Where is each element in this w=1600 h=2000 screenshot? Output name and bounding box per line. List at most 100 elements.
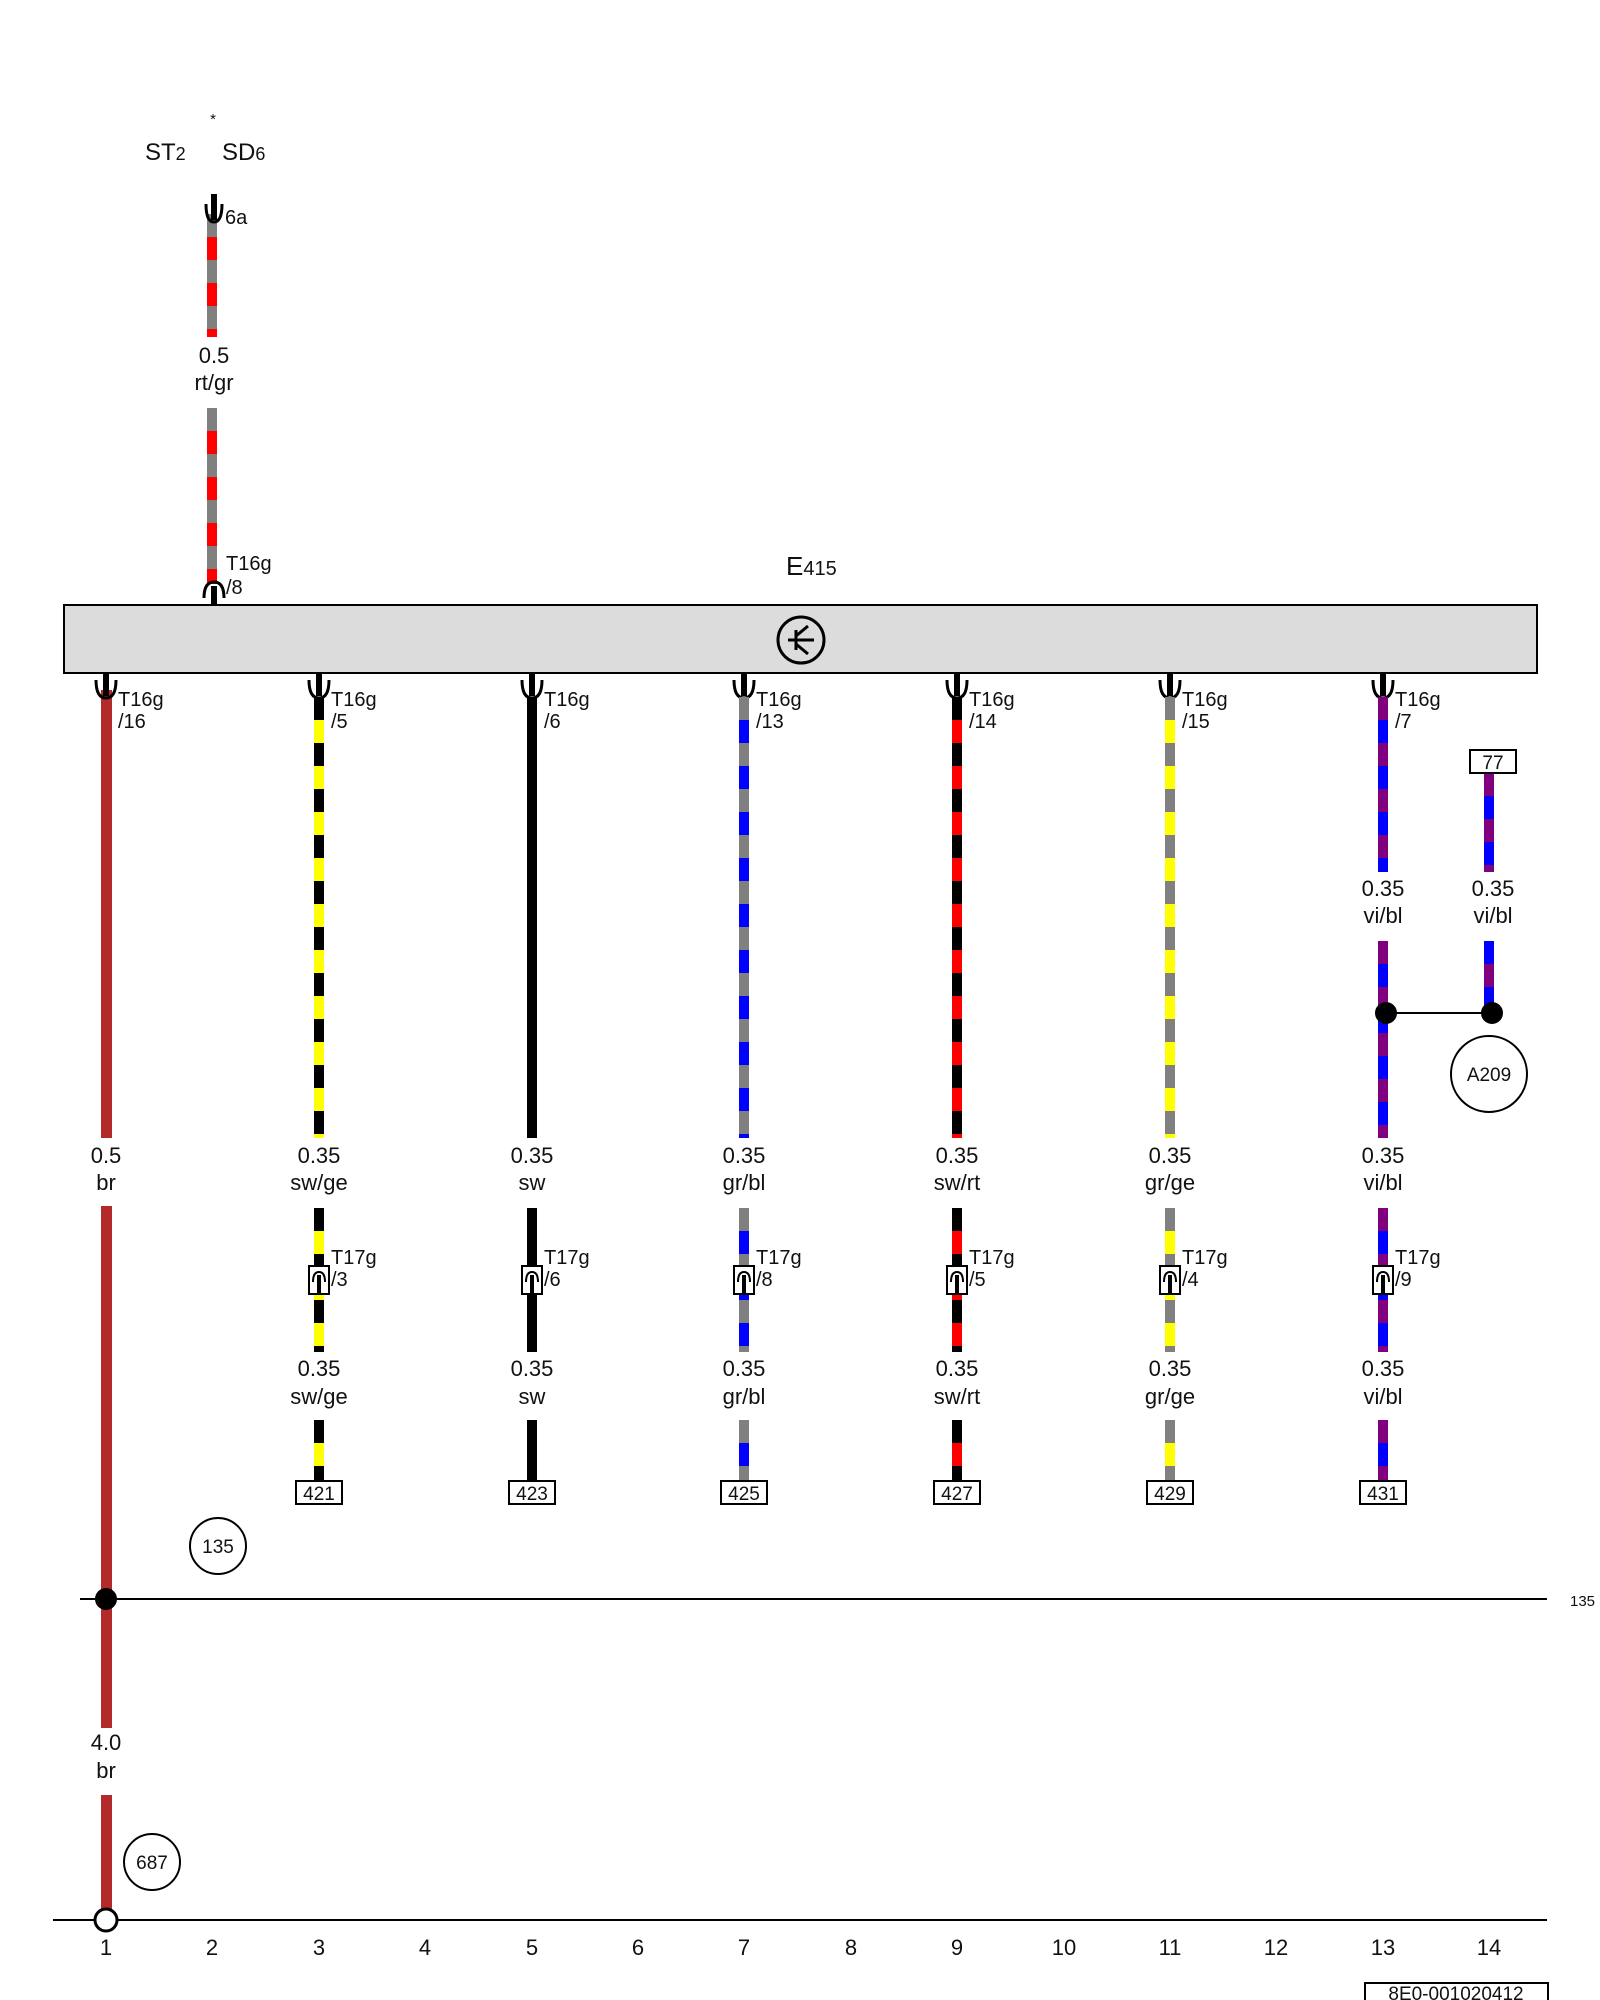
axis-number-11: 11 [1159, 1935, 1182, 1960]
mid-connector-label: T17g [969, 1247, 1015, 1269]
wire-segment-1[interactable] [1378, 941, 1388, 1138]
wire-segment-3[interactable] [1165, 1420, 1175, 1481]
mid-connector-pin: /3 [331, 1269, 348, 1291]
connector-icon [1158, 672, 1182, 700]
mid-connector-icon [1159, 1265, 1181, 1295]
top-wire-color: rt/gr [194, 370, 233, 395]
top-wire-lower-segment[interactable] [207, 408, 217, 584]
wire-gauge: 0.35 [1362, 1143, 1405, 1168]
wire-gauge: 0.35 [936, 1143, 979, 1168]
axis-number-13: 13 [1371, 1935, 1395, 1960]
wire-segment-1[interactable] [739, 697, 749, 1138]
top-wire-end-pin: /8 [226, 577, 243, 599]
ground-ref-circle-1 [189, 1517, 247, 1575]
doc-id-box [1364, 1982, 1549, 2000]
ref-label: 421 [303, 1484, 335, 1505]
splice-label-circle [1450, 1035, 1528, 1113]
wire-upper-gauge: 0.35 [1362, 876, 1405, 901]
wire-segment-3[interactable] [1378, 1420, 1388, 1481]
wire-color: sw/ge [290, 1170, 347, 1195]
mid-connector-pin: /6 [544, 1269, 561, 1291]
wire-upper-segment[interactable] [1378, 697, 1388, 872]
wire-segment-3[interactable] [952, 1420, 962, 1481]
connector-icon [520, 672, 544, 700]
ref-box[interactable] [508, 1480, 556, 1505]
top-wire-gauge: 0.5 [199, 343, 230, 368]
branch-wire-upper[interactable] [1484, 773, 1494, 872]
axis-number-3: 3 [313, 1935, 325, 1960]
wire-segment-1[interactable] [1165, 697, 1175, 1138]
top-wire-upper-segment[interactable] [207, 214, 217, 337]
label-sd6: SD6 [222, 139, 265, 166]
ref-box[interactable] [1146, 1480, 1194, 1505]
mid-connector-label: T17g [331, 1247, 377, 1269]
top-connector-icon [204, 194, 224, 224]
ground-wire-lower-color: br [96, 1758, 116, 1783]
ground-connector: T16g [118, 689, 164, 711]
splice-dot-right [1481, 1002, 1503, 1024]
signal-wires: T16g/50.35sw/geT17g/30.35sw/ge421T16g/60… [290, 672, 1441, 1505]
wire-segment-3[interactable] [527, 1420, 537, 1481]
mid-connector-icon [733, 1265, 755, 1295]
wire-color: sw [519, 1170, 546, 1195]
wire-gauge: 0.35 [511, 1143, 554, 1168]
ground-side-ref: 135 [1570, 1593, 1595, 1610]
ground-bus-junction [95, 1588, 117, 1610]
ref-box[interactable] [933, 1480, 981, 1505]
wire-upper-color: vi/bl [1363, 903, 1402, 928]
top-wire-end-connector: T16g [226, 553, 272, 575]
wire-color-2: sw/ge [290, 1384, 347, 1409]
wire-gauge: 0.35 [1149, 1143, 1192, 1168]
branch-ref-box[interactable] [1469, 749, 1517, 774]
wire-color-2: gr/ge [1145, 1384, 1195, 1409]
mid-connector-label: T17g [1395, 1247, 1441, 1269]
wire-color-2: gr/bl [723, 1384, 766, 1409]
wire-gauge-2: 0.35 [723, 1356, 766, 1381]
wire-color-2: sw/rt [934, 1384, 980, 1409]
ref-box[interactable] [1359, 1480, 1407, 1505]
axis-number-12: 12 [1264, 1935, 1288, 1960]
connector-label: T16g [1395, 689, 1441, 711]
ref-label: 425 [728, 1484, 760, 1505]
ground-ref-1: 135 [202, 1537, 234, 1558]
wire-gauge-2: 0.35 [511, 1356, 554, 1381]
ref-label: 423 [516, 1484, 548, 1505]
connector-label: T16g [1182, 689, 1228, 711]
ground-ref-circle-2 [123, 1833, 181, 1891]
wire-segment-1[interactable] [527, 697, 537, 1138]
mid-connector-pin: /5 [969, 1269, 986, 1291]
wire-segment-1[interactable] [314, 697, 324, 1138]
ground-wire-upper[interactable] [101, 690, 112, 1138]
ground-terminal [93, 1907, 119, 1933]
mid-connector-icon [308, 1265, 330, 1295]
branch-wire-gauge: 0.35 [1472, 876, 1515, 901]
ref-label: 427 [941, 1484, 973, 1505]
axis-number-9: 9 [951, 1935, 963, 1960]
wire-segment-3[interactable] [739, 1420, 749, 1481]
wire-color: gr/ge [1145, 1170, 1195, 1195]
wire-rt-gr[interactable] [207, 214, 217, 584]
connector-label: T16g [544, 689, 590, 711]
connector-label: T16g [331, 689, 377, 711]
connector-label: T16g [969, 689, 1015, 711]
splice-dot-left [1375, 1002, 1397, 1024]
wire-color: gr/bl [723, 1170, 766, 1195]
branch-wire-color: vi/bl [1473, 903, 1512, 928]
wire-color: vi/bl [1363, 1170, 1402, 1195]
ref-box[interactable] [720, 1480, 768, 1505]
connector-pin: /13 [756, 711, 784, 733]
axis-number-8: 8 [845, 1935, 857, 1960]
ground-wire-middle[interactable] [101, 1206, 112, 1728]
ground-wire-lower[interactable] [101, 1795, 112, 1913]
wire-segment-1[interactable] [952, 697, 962, 1138]
wire-segment-3[interactable] [314, 1420, 324, 1481]
wire-gauge: 0.35 [298, 1143, 341, 1168]
ref-box[interactable] [295, 1480, 343, 1505]
